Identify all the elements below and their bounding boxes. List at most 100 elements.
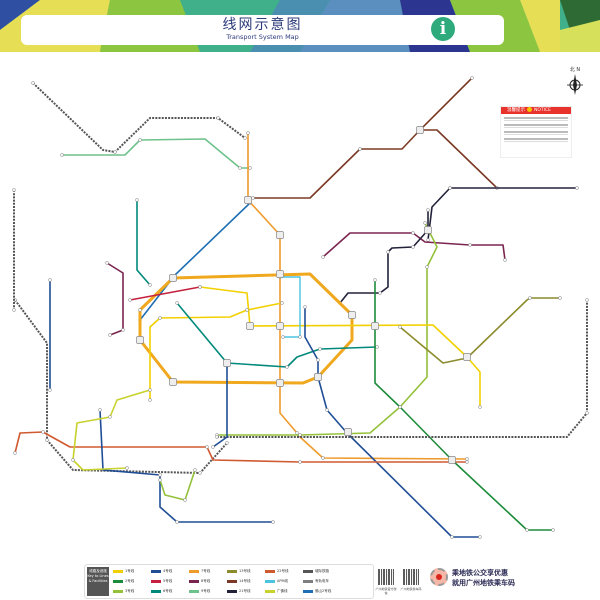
station-marker[interactable] — [105, 261, 109, 265]
station-marker[interactable] — [175, 520, 179, 524]
station-marker[interactable] — [386, 250, 390, 254]
station-marker[interactable] — [41, 430, 45, 434]
station-marker[interactable] — [198, 471, 202, 475]
interchange-station[interactable] — [314, 373, 322, 381]
station-marker[interactable] — [478, 535, 482, 539]
interchange-station[interactable] — [223, 359, 231, 367]
station-marker[interactable] — [158, 478, 162, 482]
station-marker[interactable] — [245, 308, 249, 312]
interchange-station[interactable] — [344, 428, 352, 436]
station-marker[interactable] — [121, 328, 125, 332]
station-marker[interactable] — [465, 460, 469, 464]
station-marker[interactable] — [551, 528, 555, 532]
station-marker[interactable] — [558, 296, 562, 300]
station-marker[interactable] — [528, 296, 532, 300]
station-marker[interactable] — [48, 388, 52, 392]
station-marker[interactable] — [321, 255, 325, 259]
station-marker[interactable] — [183, 498, 187, 502]
station-marker[interactable] — [321, 456, 325, 460]
station-marker[interactable] — [525, 528, 529, 532]
station-marker[interactable] — [98, 408, 102, 412]
station-marker[interactable] — [378, 291, 382, 295]
station-marker[interactable] — [135, 198, 139, 202]
interchange-station[interactable] — [169, 378, 177, 386]
station-marker[interactable] — [358, 147, 362, 151]
station-marker[interactable] — [243, 136, 247, 140]
interchange-station[interactable] — [424, 226, 432, 234]
station-marker[interactable] — [238, 166, 242, 170]
station-marker[interactable] — [138, 138, 142, 142]
station-marker[interactable] — [175, 301, 179, 305]
station-marker[interactable] — [503, 258, 507, 262]
station-marker[interactable] — [450, 535, 454, 539]
station-marker[interactable] — [251, 196, 255, 200]
station-marker[interactable] — [285, 365, 289, 369]
station-marker[interactable] — [411, 245, 415, 249]
station-marker[interactable] — [128, 298, 132, 302]
station-marker[interactable] — [225, 441, 229, 445]
station-marker[interactable] — [216, 116, 220, 120]
station-marker[interactable] — [215, 435, 219, 439]
station-marker[interactable] — [193, 468, 197, 472]
station-marker[interactable] — [465, 457, 469, 461]
station-marker[interactable] — [246, 131, 250, 135]
station-marker[interactable] — [205, 445, 209, 449]
interchange-station[interactable] — [136, 336, 144, 344]
station-marker[interactable] — [426, 238, 430, 242]
interchange-station[interactable] — [246, 322, 254, 330]
station-marker[interactable] — [425, 265, 429, 269]
interchange-station[interactable] — [244, 196, 252, 204]
station-marker[interactable] — [198, 285, 202, 289]
station-marker[interactable] — [585, 298, 589, 302]
interchange-station[interactable] — [276, 379, 284, 387]
station-marker[interactable] — [316, 358, 320, 362]
station-marker[interactable] — [148, 283, 152, 287]
station-marker[interactable] — [298, 460, 302, 464]
station-marker[interactable] — [398, 405, 402, 409]
station-marker[interactable] — [298, 433, 302, 437]
station-marker[interactable] — [113, 150, 117, 154]
station-marker[interactable] — [298, 335, 302, 339]
station-marker[interactable] — [148, 398, 152, 402]
interchange-station[interactable] — [276, 231, 284, 239]
station-marker[interactable] — [125, 466, 129, 470]
interchange-station[interactable] — [448, 456, 456, 464]
station-marker[interactable] — [585, 411, 589, 415]
station-marker[interactable] — [318, 347, 322, 351]
station-marker[interactable] — [448, 186, 452, 190]
station-marker[interactable] — [211, 445, 215, 449]
station-marker[interactable] — [303, 305, 307, 309]
interchange-station[interactable] — [276, 322, 284, 330]
station-marker[interactable] — [423, 221, 427, 225]
station-marker[interactable] — [48, 278, 52, 282]
interchange-station[interactable] — [371, 322, 379, 330]
station-marker[interactable] — [248, 166, 252, 170]
station-marker[interactable] — [12, 308, 16, 312]
station-marker[interactable] — [158, 473, 162, 477]
interchange-station[interactable] — [416, 126, 424, 134]
station-marker[interactable] — [478, 405, 482, 409]
interchange-station[interactable] — [348, 311, 356, 319]
station-marker[interactable] — [12, 188, 16, 192]
station-marker[interactable] — [138, 308, 142, 312]
station-marker[interactable] — [148, 388, 152, 392]
info-icon[interactable]: i — [431, 17, 455, 41]
station-marker[interactable] — [470, 76, 474, 80]
station-marker[interactable] — [45, 438, 49, 442]
station-marker[interactable] — [325, 408, 329, 412]
station-marker[interactable] — [280, 301, 284, 305]
station-marker[interactable] — [31, 81, 35, 85]
station-marker[interactable] — [281, 335, 285, 339]
interchange-station[interactable] — [276, 270, 284, 278]
station-marker[interactable] — [60, 153, 64, 157]
station-marker[interactable] — [398, 325, 402, 329]
station-marker[interactable] — [158, 316, 162, 320]
station-marker[interactable] — [71, 458, 75, 462]
station-marker[interactable] — [426, 208, 430, 212]
station-marker[interactable] — [108, 415, 112, 419]
station-marker[interactable] — [13, 451, 17, 455]
interchange-station[interactable] — [463, 353, 471, 361]
interchange-station[interactable] — [169, 274, 177, 282]
station-marker[interactable] — [468, 243, 472, 247]
station-marker[interactable] — [295, 431, 299, 435]
